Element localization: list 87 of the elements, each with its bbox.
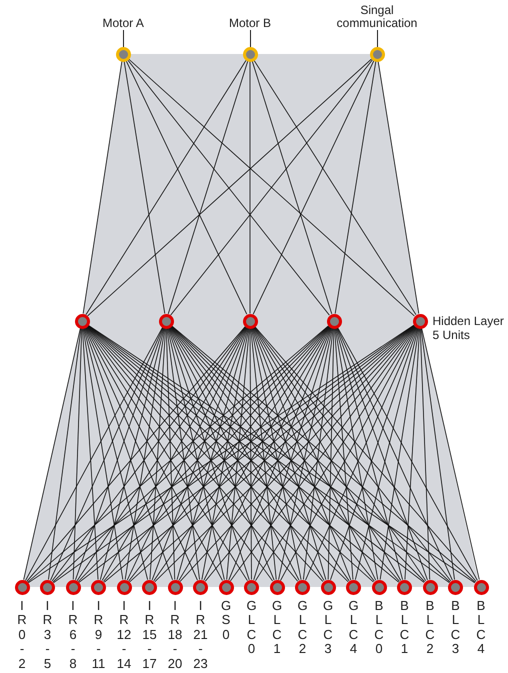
connection-line xyxy=(336,327,453,581)
connection-line xyxy=(87,58,372,316)
connection-line xyxy=(166,328,176,580)
node-label: BLC2 xyxy=(425,598,435,656)
connection-line xyxy=(83,328,148,580)
connection-line xyxy=(25,327,163,581)
node-label: IR6-8 xyxy=(68,598,78,671)
connection-line xyxy=(128,58,415,316)
connection-line xyxy=(354,328,419,580)
connection-line xyxy=(167,328,225,580)
connection-line xyxy=(251,328,302,580)
connection-line xyxy=(302,328,334,580)
connection-line xyxy=(250,328,252,580)
connection-line xyxy=(85,327,223,581)
node-label: GLC4 xyxy=(348,598,359,656)
connection-line xyxy=(127,59,330,316)
connection-line xyxy=(334,61,376,314)
connection-line xyxy=(421,328,480,580)
connection-line xyxy=(280,327,417,581)
connection-line xyxy=(84,328,173,580)
connection-line xyxy=(420,328,430,580)
node-label: GLC2 xyxy=(297,598,308,656)
connection-line xyxy=(48,328,82,580)
connection-line xyxy=(82,61,122,314)
node-label: GLC3 xyxy=(322,598,334,656)
connection-line xyxy=(23,328,81,580)
node-label: GLC1 xyxy=(272,598,282,656)
node-label: Motor A xyxy=(102,16,144,30)
connection-line xyxy=(168,60,248,314)
node-label: IR9-11 xyxy=(92,598,106,671)
node-label: BLC0 xyxy=(374,598,384,656)
connection-line xyxy=(124,328,166,580)
connection-line xyxy=(100,328,165,580)
node-label: IR15-17 xyxy=(142,598,157,671)
connection-line xyxy=(72,328,82,580)
node-label: BLC1 xyxy=(400,598,410,656)
layer-caption: Hidden Layer 5 Units xyxy=(432,314,505,342)
connection-line xyxy=(124,61,166,314)
connection-line xyxy=(152,328,248,580)
connection-line xyxy=(226,328,250,580)
connection-line xyxy=(330,328,418,580)
connection-line xyxy=(169,327,300,581)
connection-line xyxy=(82,328,124,580)
connection-line xyxy=(168,328,274,580)
connection-line xyxy=(82,328,98,580)
connection-line xyxy=(337,327,478,581)
connection-line xyxy=(305,327,418,581)
connection-line xyxy=(336,328,428,580)
connection-line xyxy=(84,327,198,581)
node-label: IR12-14 xyxy=(116,598,132,671)
connection-line xyxy=(252,327,376,581)
connection-line xyxy=(203,327,332,581)
connection-line xyxy=(150,328,166,580)
node-label: IR21-23 xyxy=(193,598,208,671)
connection-line xyxy=(336,328,403,580)
connection-line xyxy=(75,328,164,580)
connection-line xyxy=(228,328,332,580)
connection-line xyxy=(166,328,200,580)
node-label: IR18-20 xyxy=(168,598,182,671)
node-label: BLC4 xyxy=(476,598,486,656)
connection-line xyxy=(278,328,333,580)
connection-line xyxy=(126,60,248,315)
node-label: IR0-2 xyxy=(17,598,27,671)
connection-line xyxy=(86,60,246,316)
connection-line xyxy=(252,328,352,580)
node-label: Singal communication xyxy=(336,4,418,30)
connection-line xyxy=(250,328,277,580)
connection-line xyxy=(170,59,373,316)
neuron-circle xyxy=(74,314,90,328)
node-label: IR3-5 xyxy=(42,598,52,671)
connection-line xyxy=(252,60,332,314)
connection-line xyxy=(378,61,420,314)
node-label: BLC3 xyxy=(450,598,460,656)
connection-line xyxy=(334,328,354,580)
connection-line xyxy=(334,328,378,580)
connection-line xyxy=(420,328,455,580)
connection-line xyxy=(380,328,420,580)
connection-line xyxy=(126,327,248,581)
node-label: GLC0 xyxy=(246,598,257,656)
connection-line xyxy=(254,60,416,316)
node-label: Motor B xyxy=(229,16,272,30)
node-label: GS0 xyxy=(220,598,232,642)
connection-line xyxy=(201,328,250,580)
connection-line xyxy=(252,60,374,315)
connection-line xyxy=(50,327,164,581)
connection-line xyxy=(404,328,420,580)
connection-line xyxy=(328,328,334,580)
